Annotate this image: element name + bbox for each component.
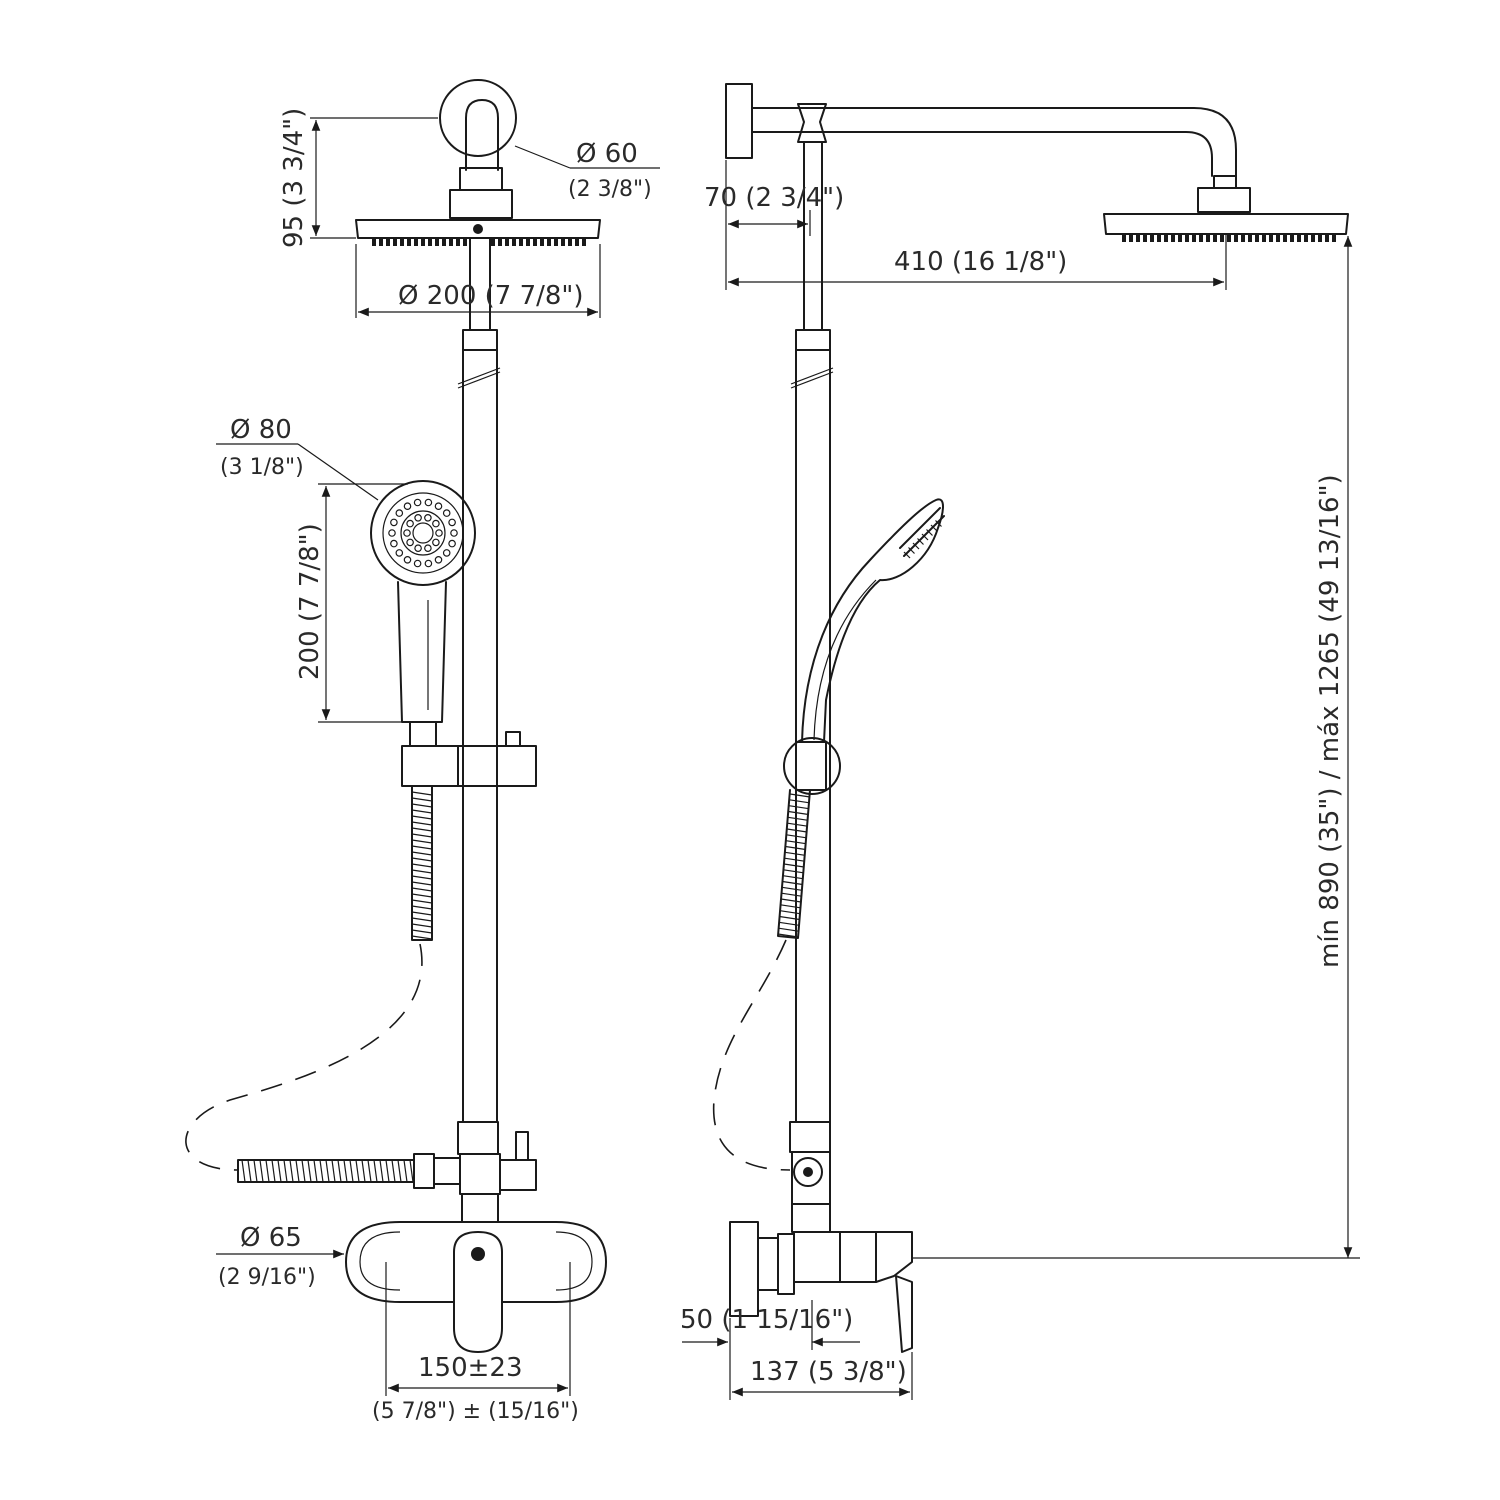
side-shower-arm xyxy=(751,103,1237,177)
flange-diameter-label: Ø 65 xyxy=(240,1223,302,1253)
hand-diameter-label: Ø 80 xyxy=(230,415,292,445)
front-diverter xyxy=(457,1121,537,1225)
arm-diameter-inch-label: (2 3/8") xyxy=(568,177,652,202)
front-shower-head xyxy=(355,219,601,246)
side-dimensions xyxy=(682,160,1360,1400)
side-column xyxy=(790,141,834,1123)
side-hose xyxy=(712,789,811,1171)
flange-diameter-inch-label: (2 9/16") xyxy=(218,1265,316,1290)
front-hose xyxy=(185,785,461,1189)
side-wall-plate xyxy=(725,83,753,159)
front-view: Ø 60 (2 3/8") 95 (3 3/4") Ø 200 (7 7/8")… xyxy=(185,79,660,1424)
front-column xyxy=(457,237,501,1123)
front-head-connector xyxy=(449,167,513,219)
arm-projection-label: 410 (16 1/8") xyxy=(894,247,1067,277)
hand-diameter-inch-label: (3 1/8") xyxy=(220,455,304,480)
hand-length-label: 200 (7 7/8") xyxy=(295,523,325,680)
front-slider xyxy=(401,731,537,787)
wall-offset-label: 70 (2 3/4") xyxy=(704,183,844,213)
head-diameter-label: Ø 200 (7 7/8") xyxy=(398,281,584,311)
side-view: 70 (2 3/4") 410 (16 1/8") mín 890 (35") … xyxy=(680,83,1360,1400)
arm-diameter-label: Ø 60 xyxy=(576,139,638,169)
front-dimensions xyxy=(216,117,660,1396)
center-distance-label: 150±23 xyxy=(418,1353,523,1383)
front-hand-shower xyxy=(370,480,476,747)
valve-offset-label: 50 (1 15/16") xyxy=(680,1305,853,1335)
front-wall-flange xyxy=(439,79,517,171)
head-height-label: 95 (3 3/4") xyxy=(279,108,309,248)
total-height-label: mín 890 (35") / máx 1265 (49 13/16") xyxy=(1315,474,1345,968)
front-mixer xyxy=(345,1221,607,1353)
side-valve xyxy=(729,1121,913,1353)
side-shower-head xyxy=(1103,175,1349,242)
center-distance-inch-label: (5 7/8") ± (15/16") xyxy=(372,1399,579,1424)
total-depth-label: 137 (5 3/8") xyxy=(750,1357,907,1387)
side-hand-shower xyxy=(783,498,945,795)
